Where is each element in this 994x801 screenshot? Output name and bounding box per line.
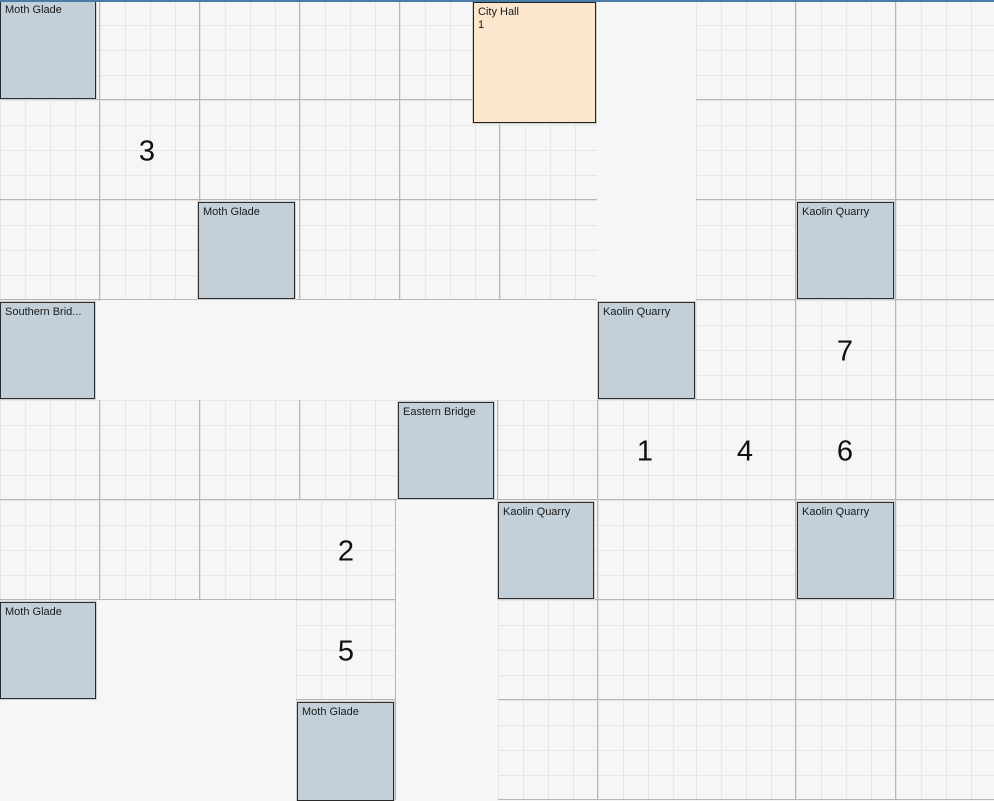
grid-block[interactable]: [598, 700, 698, 800]
building-moth-glade[interactable]: Moth Glade: [197, 201, 296, 300]
grid-block[interactable]: [796, 0, 896, 100]
grid-block[interactable]: [696, 500, 796, 600]
grid-block[interactable]: [896, 400, 994, 500]
block-number: 5: [337, 635, 355, 668]
building-label: Moth Glade: [302, 706, 359, 718]
grid-block[interactable]: [896, 600, 994, 700]
grid-block[interactable]: [598, 500, 698, 600]
grid-block[interactable]: [300, 200, 400, 300]
grid-block[interactable]: [296, 600, 396, 700]
grid-block[interactable]: [896, 500, 994, 600]
grid-block[interactable]: [696, 300, 796, 400]
building-label: Moth Glade: [203, 206, 260, 218]
grid-block[interactable]: [796, 400, 896, 500]
vertical-road-center: [597, 2, 696, 302]
building-eastern-bridge[interactable]: Eastern Bridge: [397, 401, 495, 500]
grid-block[interactable]: [100, 200, 200, 300]
grid-block[interactable]: [696, 100, 796, 200]
grid-block[interactable]: [696, 200, 796, 300]
grid-block[interactable]: [100, 400, 200, 500]
grid-block[interactable]: [100, 100, 200, 200]
grid-block[interactable]: [498, 400, 598, 500]
grid-block[interactable]: [696, 0, 796, 100]
grid-block[interactable]: [400, 200, 500, 300]
grid-block[interactable]: [796, 600, 896, 700]
building-moth-glade[interactable]: Moth Glade: [0, 601, 97, 700]
grid-block[interactable]: [896, 200, 994, 300]
building-label: Moth Glade: [5, 4, 62, 16]
grid-block[interactable]: [498, 700, 598, 800]
grid-block[interactable]: [300, 400, 400, 500]
grid-block[interactable]: [796, 100, 896, 200]
grid-block[interactable]: [200, 400, 300, 500]
grid-block[interactable]: [696, 600, 796, 700]
grid-block[interactable]: [598, 400, 698, 500]
grid-block[interactable]: [300, 100, 400, 200]
grid-block[interactable]: [796, 700, 896, 800]
block-number: 1: [636, 435, 654, 468]
grid-block[interactable]: [696, 400, 796, 500]
open-area-left-mid: [96, 600, 296, 700]
building-label: Kaolin Quarry: [802, 506, 870, 518]
building-label: Kaolin Quarry: [603, 306, 671, 318]
grid-block[interactable]: [0, 100, 100, 200]
grid-block[interactable]: [896, 0, 994, 100]
building-sublabel: 1: [478, 19, 485, 31]
block-number: 7: [836, 335, 854, 368]
building-label: Southern Brid...: [5, 306, 82, 318]
grid-block[interactable]: [200, 0, 300, 100]
block-number: 3: [138, 135, 156, 168]
grid-block[interactable]: [696, 700, 796, 800]
horizontal-road-upper: [96, 301, 598, 400]
building-moth-glade[interactable]: Moth Glade: [0, 0, 97, 100]
block-number: 2: [337, 535, 355, 568]
grid-block[interactable]: [598, 600, 698, 700]
window-top-border: [0, 0, 994, 2]
grid-block[interactable]: [100, 0, 200, 100]
building-label: Kaolin Quarry: [503, 506, 571, 518]
grid-block[interactable]: [896, 300, 994, 400]
building-kaolin-quarry[interactable]: Kaolin Quarry: [796, 201, 895, 300]
vertical-road-lower: [396, 500, 498, 801]
building-southern-bridge[interactable]: Southern Brid...: [0, 301, 96, 400]
block-number: 6: [836, 435, 854, 468]
building-label: Kaolin Quarry: [802, 206, 870, 218]
building-label: City Hall: [478, 6, 519, 18]
grid-block[interactable]: [296, 500, 396, 600]
building-label: Eastern Bridge: [403, 406, 476, 418]
grid-block[interactable]: [100, 500, 200, 600]
building-moth-glade[interactable]: Moth Glade: [296, 701, 395, 801]
building-kaolin-quarry[interactable]: Kaolin Quarry: [497, 501, 595, 600]
grid-block[interactable]: [500, 200, 600, 300]
grid-block[interactable]: [300, 0, 400, 100]
building-kaolin-quarry[interactable]: Kaolin Quarry: [597, 301, 696, 400]
grid-block[interactable]: [0, 400, 100, 500]
grid-block[interactable]: [200, 500, 300, 600]
grid-block[interactable]: [0, 500, 100, 600]
grid-block[interactable]: [498, 600, 598, 700]
grid-block[interactable]: [200, 100, 300, 200]
grid-block[interactable]: [796, 300, 896, 400]
grid-block[interactable]: [896, 100, 994, 200]
grid-block[interactable]: [0, 200, 100, 300]
block-number: 4: [736, 435, 754, 468]
open-area-left-lower: [0, 699, 296, 801]
building-kaolin-quarry[interactable]: Kaolin Quarry: [796, 501, 895, 600]
grid-block[interactable]: [896, 700, 994, 800]
building-label: Moth Glade: [5, 606, 62, 618]
